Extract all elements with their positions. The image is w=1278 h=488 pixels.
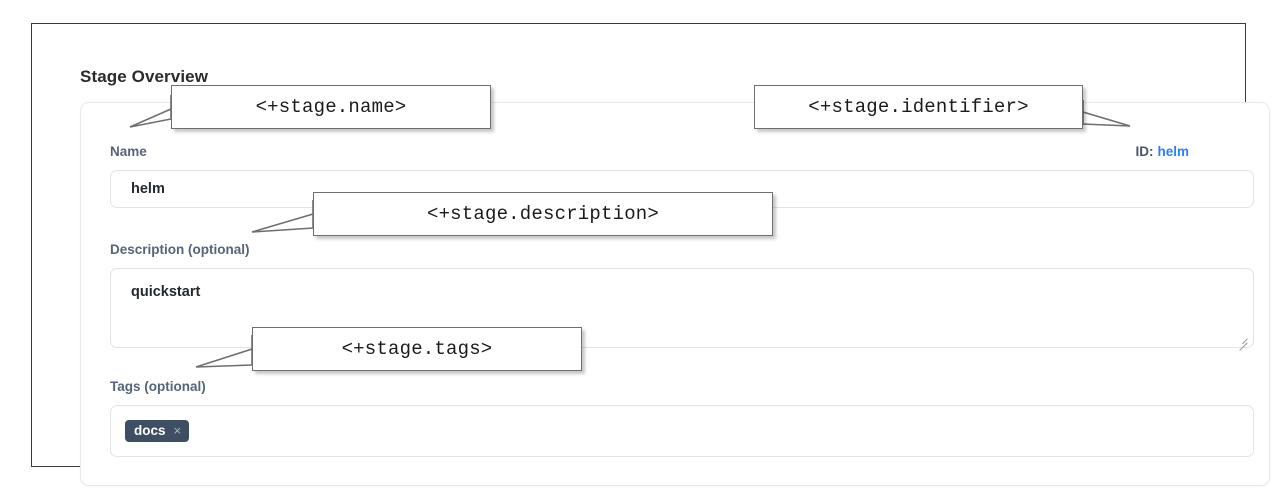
callout-tail-identifier [1082, 100, 1131, 127]
tags-field-label: Tags (optional) [110, 379, 206, 394]
callout-stage-tags: <+stage.tags> [252, 327, 582, 371]
tag-chip-label: docs [134, 422, 166, 438]
callout-stage-identifier: <+stage.identifier> [754, 85, 1083, 129]
name-field-label: Name [110, 144, 147, 159]
identifier-label: ID: [1135, 144, 1154, 159]
description-value: quickstart [131, 284, 201, 300]
stage-identifier: ID:helm [1135, 144, 1189, 159]
callout-stage-name: <+stage.name> [171, 85, 491, 129]
callout-stage-description: <+stage.description> [313, 192, 773, 236]
tags-input[interactable]: docs × [110, 405, 1254, 457]
page-title: Stage Overview [80, 67, 209, 86]
identifier-value-link[interactable]: helm [1157, 144, 1189, 159]
resize-grip-icon[interactable] [1236, 331, 1249, 351]
tag-chip[interactable]: docs × [125, 419, 190, 443]
description-field-label: Description (optional) [110, 242, 250, 257]
tag-remove-icon[interactable]: × [173, 423, 182, 438]
